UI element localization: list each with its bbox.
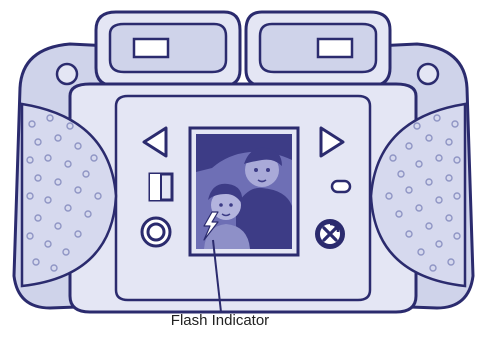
- status-indicator-light: [332, 181, 350, 192]
- viewfinder-housing: [96, 12, 390, 86]
- strap-lug-left: [57, 64, 77, 84]
- shutter-button[interactable]: [142, 218, 170, 246]
- mode-switch[interactable]: [150, 174, 172, 200]
- flash-indicator-label: Flash Indicator: [140, 312, 300, 330]
- viewfinder-window-right: [318, 39, 352, 57]
- viewfinder-window-left: [134, 39, 168, 57]
- strap-lug-right: [418, 64, 438, 84]
- lcd-screen: [190, 128, 298, 255]
- delete-button[interactable]: [316, 220, 344, 248]
